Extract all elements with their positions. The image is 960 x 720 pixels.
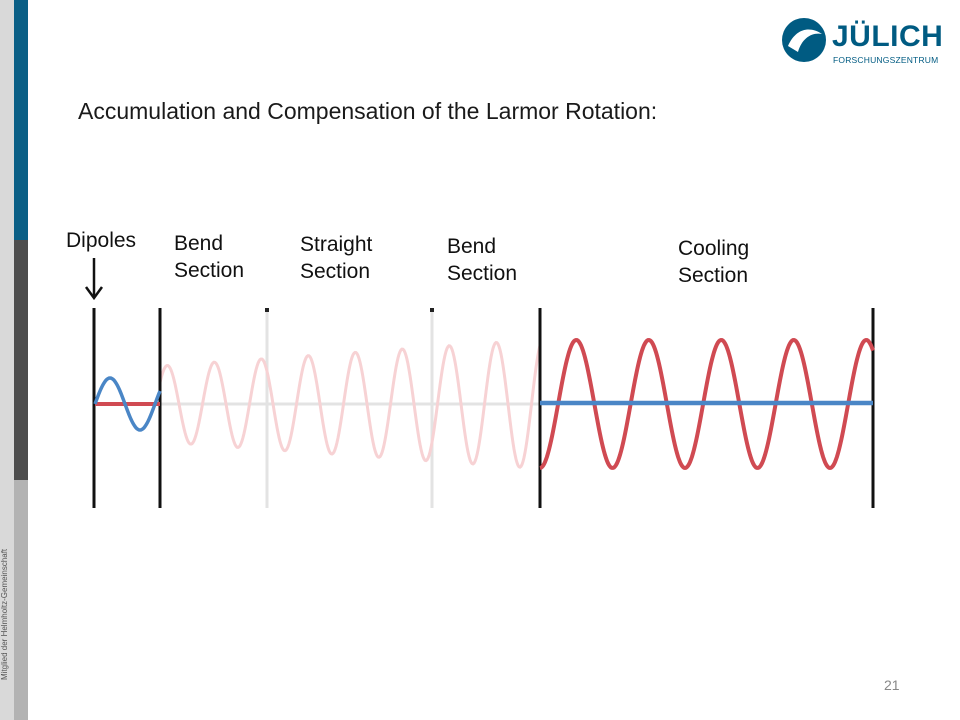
cooling-region <box>539 337 875 471</box>
straight-section-label-line2: Section <box>300 260 370 283</box>
faded-guides <box>158 312 542 508</box>
logo-wordmark: JÜLICH <box>832 20 944 53</box>
cooling-section-label-line2: Section <box>678 264 748 287</box>
sidebar-edge <box>0 0 14 720</box>
dipole-blue-wave <box>93 376 162 432</box>
bend-section-1-label-line2: Section <box>174 259 244 282</box>
julich-logo-icon <box>782 18 826 62</box>
dipole-region <box>93 376 162 432</box>
cooling-red-wave <box>539 337 875 471</box>
dipoles-label: Dipoles <box>66 229 136 252</box>
arrow-head <box>84 286 104 301</box>
page-number: 21 <box>884 677 900 693</box>
straight-section-label-line1: Straight <box>300 233 373 256</box>
section-labels: Dipoles Bend Section Straight Section Be… <box>66 229 749 287</box>
sidebar-bar <box>0 0 28 720</box>
bend-section-2-label-line1: Bend <box>447 235 496 258</box>
straight-start-tick <box>265 308 269 312</box>
dipoles-arrow <box>84 258 104 301</box>
faded-red-wave <box>158 340 542 469</box>
cooling-section-label-line1: Cooling <box>678 237 749 260</box>
section-markers <box>92 308 875 508</box>
logo-subtitle: FORSCHUNGSZENTRUM <box>833 55 939 65</box>
bend-section-2-label-line2: Section <box>447 262 517 285</box>
slide-title: Accumulation and Compensation of the Lar… <box>78 98 658 124</box>
bend-section-1-label-line1: Bend <box>174 232 223 255</box>
straight-end-tick <box>430 308 434 312</box>
julich-logo: JÜLICH FORSCHUNGSZENTRUM <box>780 14 944 74</box>
